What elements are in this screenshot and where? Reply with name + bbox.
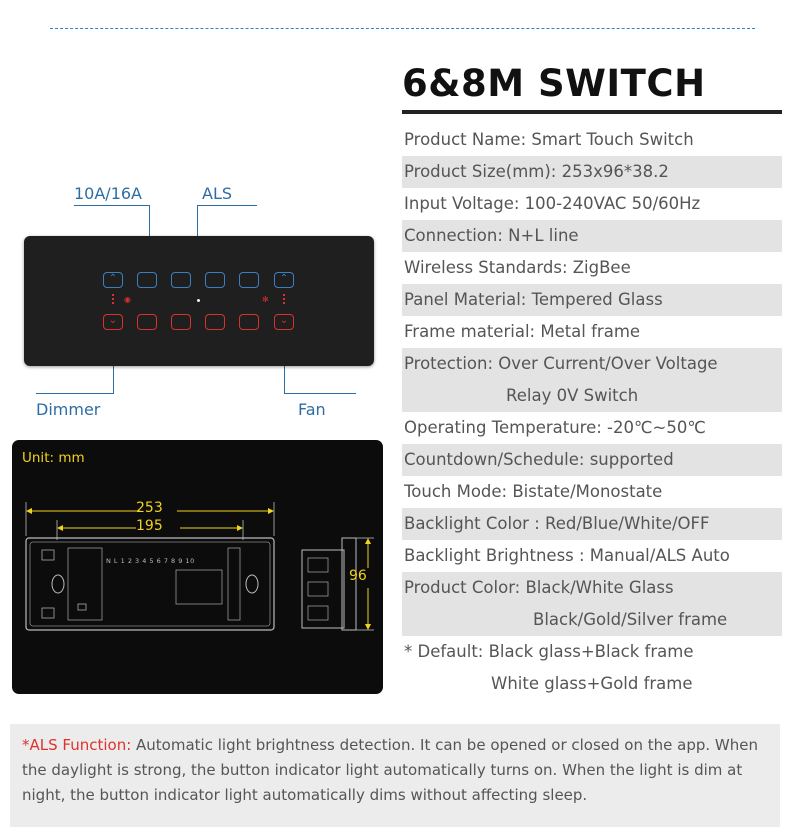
dimension-253-label: 253 bbox=[136, 500, 163, 516]
touch-key bbox=[239, 314, 259, 330]
callout-fan: Fan bbox=[298, 400, 326, 419]
spec-row: Panel Material: Tempered Glass bbox=[402, 284, 782, 316]
callout-als: ALS bbox=[202, 184, 233, 203]
spec-text-continued: Black/Gold/Silver frame bbox=[533, 610, 728, 629]
spec-text: Input Voltage: 100-240VAC 50/60Hz bbox=[404, 194, 701, 213]
spec-list: Product Name: Smart Touch Switch Product… bbox=[402, 124, 782, 700]
spec-row: Wireless Standards: ZigBee bbox=[402, 252, 782, 284]
spec-row: Product Color: Black/White Glass Black/G… bbox=[402, 572, 782, 636]
top-dashed-divider bbox=[50, 28, 755, 29]
als-function-note: *ALS Function: Automatic light brightnes… bbox=[10, 724, 780, 827]
fan-down-button: ⌄ bbox=[274, 314, 294, 330]
spec-row: Touch Mode: Bistate/Monostate bbox=[402, 476, 782, 508]
dimension-195-label: 195 bbox=[136, 518, 163, 534]
spec-text: Frame material: Metal frame bbox=[404, 322, 641, 341]
spec-text: * Default: Black glass+Black frame bbox=[404, 642, 694, 661]
fan-icon: ✻ bbox=[262, 295, 269, 304]
dimension-drawing: Unit: mm bbox=[12, 440, 383, 694]
callout-line bbox=[74, 205, 150, 206]
touch-key bbox=[171, 272, 191, 288]
spec-text: Backlight Brightness : Manual/ALS Auto bbox=[404, 546, 730, 565]
callout-10a-16a: 10A/16A bbox=[74, 184, 142, 203]
spec-text-continued: White glass+Gold frame bbox=[491, 674, 693, 693]
spec-text: Countdown/Schedule: supported bbox=[404, 450, 674, 469]
spec-row: Countdown/Schedule: supported bbox=[402, 444, 782, 476]
spec-text-continued: Relay 0V Switch bbox=[506, 386, 639, 405]
spec-row: Backlight Color : Red/Blue/White/OFF bbox=[402, 508, 782, 540]
callout-dimmer: Dimmer bbox=[36, 400, 101, 419]
fan-level-indicator bbox=[283, 294, 287, 304]
spec-text: Panel Material: Tempered Glass bbox=[404, 290, 663, 309]
spec-row: Input Voltage: 100-240VAC 50/60Hz bbox=[402, 188, 782, 220]
spec-text: Product Color: Black/White Glass bbox=[404, 578, 674, 597]
spec-text: Backlight Color : Red/Blue/White/OFF bbox=[404, 514, 710, 533]
touch-key bbox=[239, 272, 259, 288]
dimmer-up-button: ⌃ bbox=[103, 272, 123, 288]
spec-text: Protection: Over Current/Over Voltage bbox=[404, 354, 718, 373]
unit-label: Unit: mm bbox=[22, 450, 85, 466]
bulb-icon: ◉ bbox=[124, 295, 131, 304]
callout-line bbox=[36, 393, 114, 394]
spec-row: Protection: Over Current/Over Voltage Re… bbox=[402, 348, 782, 412]
callout-line bbox=[284, 393, 356, 394]
callout-line bbox=[197, 205, 257, 206]
spec-row: Connection: N+L line bbox=[402, 220, 782, 252]
dimmer-down-button: ⌄ bbox=[103, 314, 123, 330]
spec-row: Product Size(mm): 253x96*38.2 bbox=[402, 156, 782, 188]
spec-row: Operating Temperature: -20℃~50℃ bbox=[402, 412, 782, 444]
switch-panel: ⌃ ⌃ ◉ ✻ ⌄ ⌄ bbox=[24, 236, 374, 366]
spec-row: * Default: Black glass+Black frame White… bbox=[402, 636, 782, 700]
touch-key bbox=[205, 272, 225, 288]
spec-text: Touch Mode: Bistate/Monostate bbox=[404, 482, 663, 501]
spec-text: Operating Temperature: -20℃~50℃ bbox=[404, 418, 706, 437]
spec-row: Frame material: Metal frame bbox=[402, 316, 782, 348]
als-note-label: *ALS Function: bbox=[22, 736, 132, 754]
spec-row: Backlight Brightness : Manual/ALS Auto bbox=[402, 540, 782, 572]
spec-text: Connection: N+L line bbox=[404, 226, 579, 245]
touch-key bbox=[137, 272, 157, 288]
fan-up-button: ⌃ bbox=[274, 272, 294, 288]
title-underline bbox=[402, 110, 782, 114]
spec-text: Wireless Standards: ZigBee bbox=[404, 258, 631, 277]
als-sensor bbox=[197, 299, 200, 302]
spec-text: Product Size(mm): 253x96*38.2 bbox=[404, 162, 669, 181]
touch-key bbox=[171, 314, 191, 330]
terminal-labels: N L 1 2 3 4 5 6 7 8 9 10 bbox=[106, 557, 195, 565]
dimension-svg bbox=[25, 502, 374, 631]
page-title: 6&8M SWITCH bbox=[402, 62, 706, 105]
spec-row: Product Name: Smart Touch Switch bbox=[402, 124, 782, 156]
als-note-text: Automatic light brightness detection. It… bbox=[22, 736, 758, 804]
touch-key bbox=[205, 314, 225, 330]
dimmer-level-indicator bbox=[112, 294, 116, 304]
spec-text: Product Name: Smart Touch Switch bbox=[404, 130, 694, 149]
touch-key bbox=[137, 314, 157, 330]
dimension-96-label: 96 bbox=[349, 568, 367, 584]
